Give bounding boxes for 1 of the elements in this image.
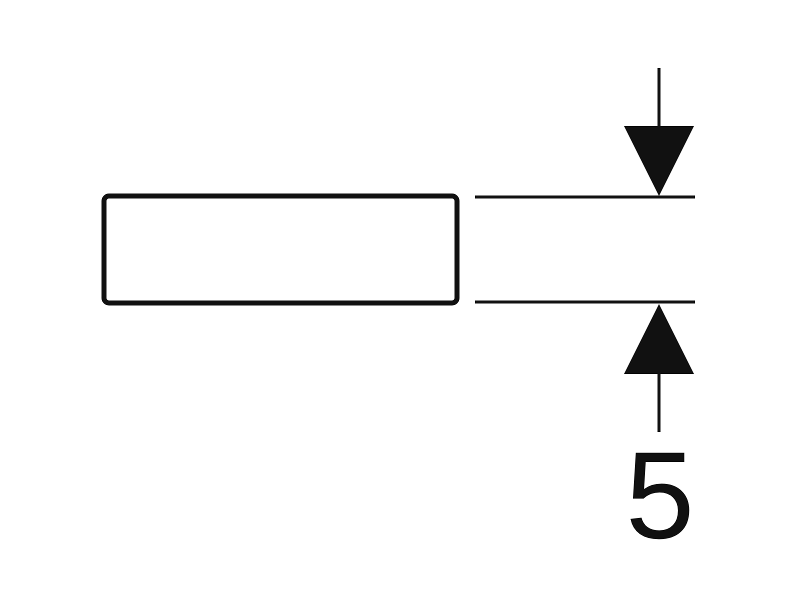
dimension-value: 5 [626, 434, 694, 558]
